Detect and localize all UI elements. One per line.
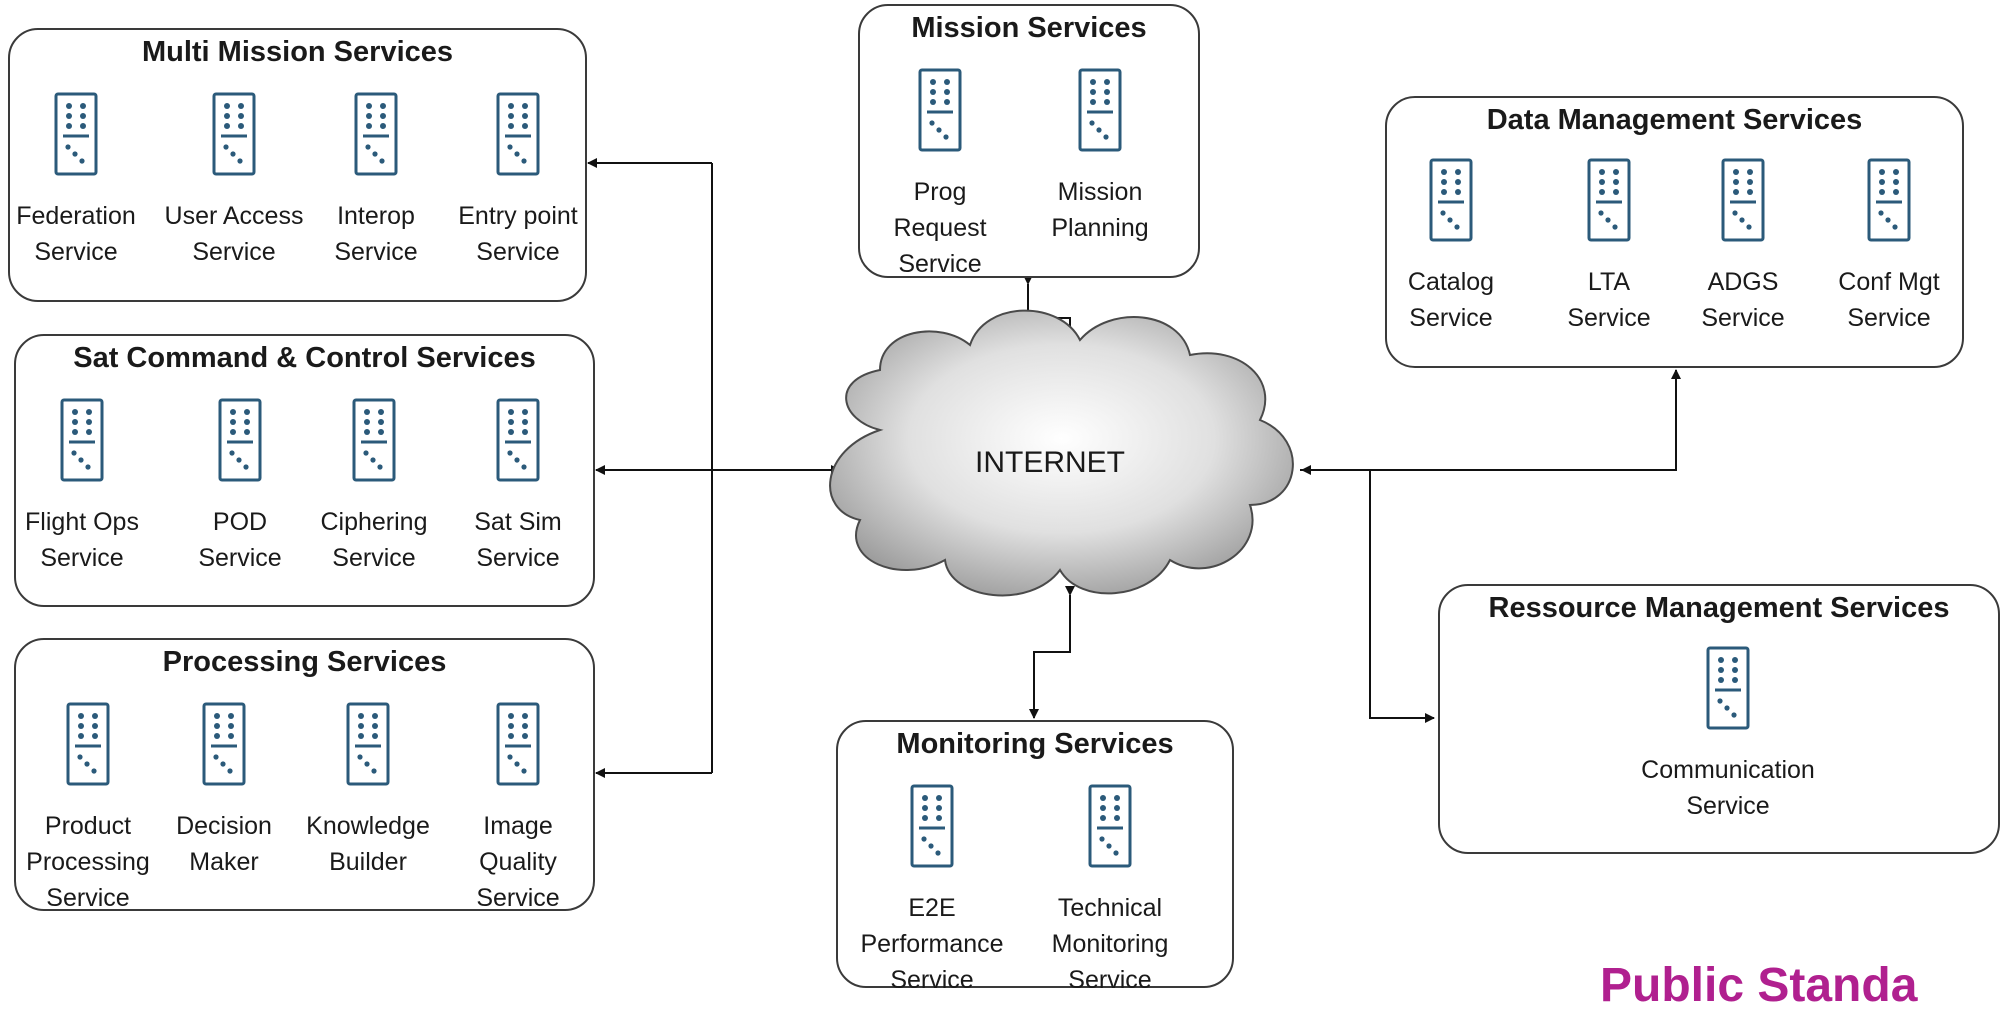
service-label: User Access Service xyxy=(164,202,304,266)
resource-management-services-group: Ressource Management Services Communicat… xyxy=(1438,584,2000,854)
internet-label: INTERNET xyxy=(975,446,1125,479)
group-title: Multi Mission Services xyxy=(141,36,454,68)
technical-monitoring-service[interactable]: Technical Monitoring Service xyxy=(1035,784,1185,998)
server-icon xyxy=(346,702,390,786)
server-icon xyxy=(1088,784,1132,868)
service-label: Entry point Service xyxy=(458,202,578,266)
pod-service[interactable]: POD Service xyxy=(165,398,315,576)
ciphering-service[interactable]: Ciphering Service xyxy=(299,398,449,576)
service-label: Mission Planning xyxy=(1051,178,1149,242)
federation-service[interactable]: Federation Service xyxy=(1,92,151,270)
server-icon xyxy=(66,702,110,786)
multi-mission-services-group: Multi Mission Services Federation Servic… xyxy=(8,28,587,302)
communication-service[interactable]: Communication Service xyxy=(1641,646,1815,824)
service-label: Knowledge Builder xyxy=(306,812,430,876)
service-label: Technical Monitoring Service xyxy=(1051,894,1169,994)
adgs-service[interactable]: ADGS Service xyxy=(1668,158,1818,336)
sat-command-control-services-group: Sat Command & Control Services Flight Op… xyxy=(14,334,595,607)
server-icon xyxy=(910,784,954,868)
server-icon xyxy=(1867,158,1911,242)
server-icon xyxy=(54,92,98,176)
interop-service[interactable]: Interop Service xyxy=(301,92,451,270)
group-title: Ressource Management Services xyxy=(1488,592,1950,624)
lta-service[interactable]: LTA Service xyxy=(1534,158,1684,336)
group-title: Processing Services xyxy=(162,646,447,678)
left-bus-lines xyxy=(587,158,841,778)
service-label: E2E Performance Service xyxy=(860,894,1004,994)
server-icon xyxy=(352,398,396,482)
service-label: Image Quality Service xyxy=(476,812,560,912)
server-icon xyxy=(496,702,540,786)
mission-services-group: Mission Services Prog Request Service Mi… xyxy=(858,4,1200,278)
service-label: Conf Mgt Service xyxy=(1838,268,1940,332)
service-label: Decision Maker xyxy=(176,812,272,876)
catalog-service[interactable]: Catalog Service xyxy=(1376,158,1526,336)
group-title: Data Management Services xyxy=(1486,104,1863,136)
server-icon xyxy=(212,92,256,176)
server-icon xyxy=(496,398,540,482)
e2e-performance-service[interactable]: E2E Performance Service xyxy=(857,784,1007,998)
service-label: Catalog Service xyxy=(1407,268,1495,332)
server-icon xyxy=(1429,158,1473,242)
server-icon xyxy=(496,92,540,176)
data-management-services-group: Data Management Services Catalog Service… xyxy=(1385,96,1964,368)
server-icon xyxy=(218,398,262,482)
entry-point-service[interactable]: Entry point Service xyxy=(443,92,593,270)
service-label: Federation Service xyxy=(16,202,136,266)
decision-maker[interactable]: Decision Maker xyxy=(149,702,299,880)
image-quality-service[interactable]: Image Quality Service xyxy=(443,702,593,916)
internet-cloud xyxy=(829,309,1294,597)
service-label: Prog Request Service xyxy=(893,178,987,278)
server-icon xyxy=(918,68,962,152)
server-icon xyxy=(202,702,246,786)
server-icon xyxy=(1078,68,1122,152)
monitoring-connector xyxy=(1029,586,1075,719)
service-label: Communication Service xyxy=(1641,756,1815,820)
server-icon xyxy=(1721,158,1765,242)
flight-ops-service[interactable]: Flight Ops Service xyxy=(7,398,157,576)
user-access-service[interactable]: User Access Service xyxy=(159,92,309,270)
prog-request-service[interactable]: Prog Request Service xyxy=(865,68,1015,282)
group-title: Monitoring Services xyxy=(896,728,1174,760)
monitoring-services-group: Monitoring Services E2E Performance Serv… xyxy=(836,720,1234,994)
service-label: Product Processing Service xyxy=(26,812,150,912)
processing-services-group: Processing Services Product Processing S… xyxy=(14,638,595,912)
footer-classification-text: Public Standa xyxy=(1600,959,1918,1012)
service-label: Sat Sim Service xyxy=(474,508,562,572)
conf-mgt-service[interactable]: Conf Mgt Service xyxy=(1814,158,1964,336)
server-icon xyxy=(60,398,104,482)
sat-sim-service[interactable]: Sat Sim Service xyxy=(443,398,593,576)
service-label: LTA Service xyxy=(1567,268,1651,332)
service-label: Flight Ops Service xyxy=(25,508,139,572)
server-icon xyxy=(1587,158,1631,242)
group-title: Mission Services xyxy=(911,12,1147,44)
product-processing-service[interactable]: Product Processing Service xyxy=(13,702,163,916)
server-icon xyxy=(354,92,398,176)
mission-planning[interactable]: Mission Planning xyxy=(1025,68,1175,246)
server-icon xyxy=(1706,646,1750,730)
service-label: POD Service xyxy=(198,508,282,572)
service-label: Ciphering Service xyxy=(320,508,428,572)
knowledge-builder[interactable]: Knowledge Builder xyxy=(293,702,443,880)
group-title: Sat Command & Control Services xyxy=(73,342,536,374)
right-bus-lines xyxy=(1300,369,1681,723)
service-label: ADGS Service xyxy=(1701,268,1785,332)
service-label: Interop Service xyxy=(334,202,418,266)
connector-lines xyxy=(587,158,1681,778)
